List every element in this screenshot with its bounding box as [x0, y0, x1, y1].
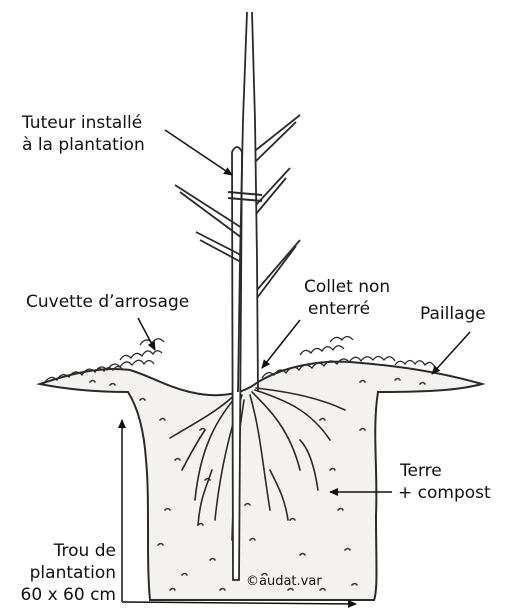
- label-trou-line3: 60 x 60 cm: [4, 584, 116, 606]
- label-terre-line1: Terre: [398, 460, 491, 482]
- arrow-paillage: [432, 332, 470, 374]
- label-terre: Terre + compost: [398, 460, 491, 504]
- label-tuteur-line2: à la plantation: [22, 134, 145, 156]
- label-tuteur-line1: Tuteur installé: [22, 112, 145, 134]
- label-collet-line1: Collet non: [304, 276, 390, 298]
- label-collet-line2: enterré: [304, 298, 390, 320]
- arrow-width: [122, 602, 356, 604]
- arrow-tuteur: [165, 130, 232, 175]
- label-paillage: Paillage: [420, 303, 486, 325]
- label-collet: Collet non enterré: [304, 276, 390, 320]
- copyright-text: ©audat.var: [246, 574, 322, 589]
- label-trou: Trou de plantation 60 x 60 cm: [4, 540, 116, 606]
- label-cuvette: Cuvette d’arrosage: [26, 291, 189, 313]
- arrow-collet: [262, 320, 300, 368]
- label-cuvette-text: Cuvette d’arrosage: [26, 291, 189, 313]
- label-trou-line2: plantation: [4, 562, 116, 584]
- copyright-credit: ©audat.var: [246, 574, 322, 590]
- label-terre-line2: + compost: [398, 482, 491, 504]
- label-trou-line1: Trou de: [4, 540, 116, 562]
- label-paillage-text: Paillage: [420, 303, 486, 325]
- label-tuteur: Tuteur installé à la plantation: [22, 112, 145, 156]
